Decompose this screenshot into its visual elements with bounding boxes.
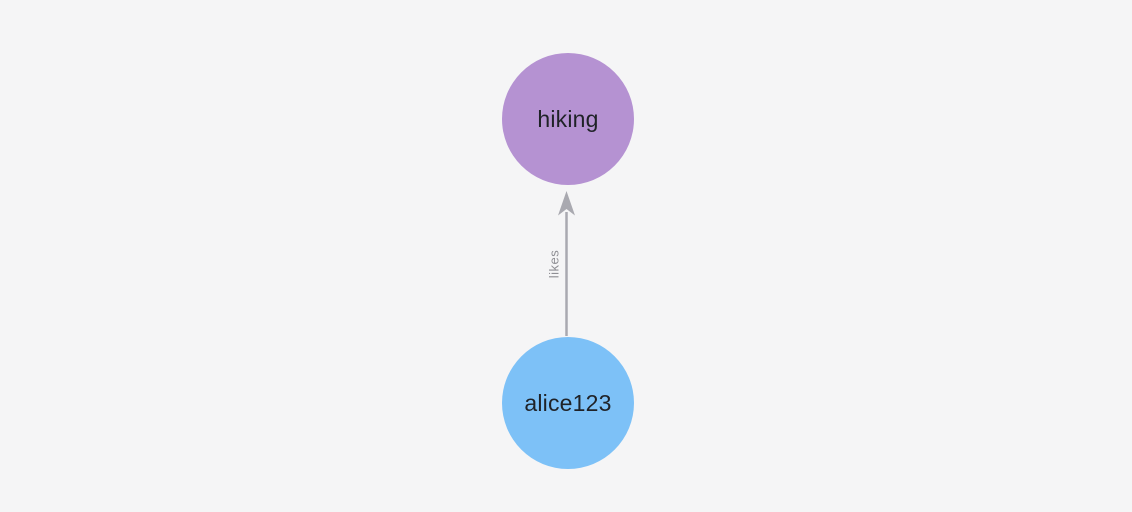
- node-hiking[interactable]: hiking: [502, 53, 634, 185]
- node-alice123[interactable]: alice123: [502, 337, 634, 469]
- edge-arrowhead-icon: [558, 191, 575, 216]
- node-hiking-label: hiking: [537, 105, 599, 132]
- node-alice123-label: alice123: [524, 389, 612, 416]
- edge-label-likes: likes: [546, 249, 562, 279]
